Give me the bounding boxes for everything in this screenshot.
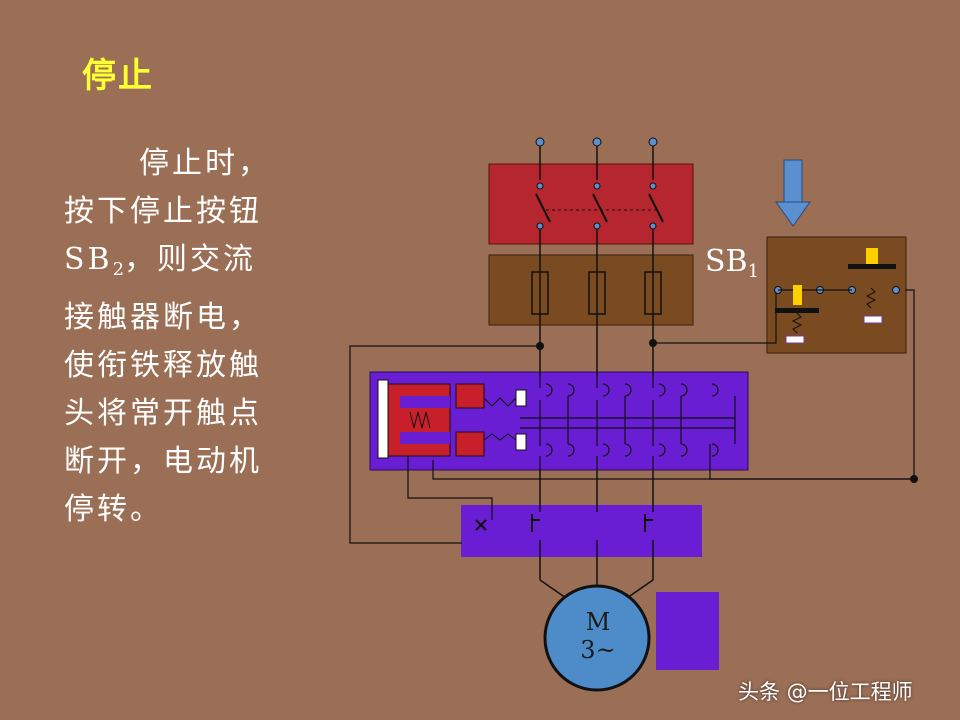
control-wires	[349, 289, 915, 544]
terminal-dots	[535, 137, 658, 230]
purple-square	[656, 592, 719, 670]
motor-label: M 3~	[548, 608, 648, 664]
thermal-relay-contacts	[475, 514, 653, 532]
breaker-switches	[535, 193, 664, 223]
press-arrow-icon	[775, 159, 811, 227]
text-line-1: 停止时，	[139, 146, 271, 181]
text-line-8: 停转。	[64, 492, 163, 527]
sb-text: SB	[64, 242, 113, 277]
stop-button-label: SB1	[705, 244, 759, 282]
thermal-relay-box	[461, 505, 702, 557]
motor-label-line1: M	[585, 608, 611, 636]
text-line-3: SB2，则交流	[64, 236, 304, 294]
breaker-box	[488, 163, 694, 245]
description-text: 停止时， 按下停止按钮 SB2，则交流 接触器断电， 使衔铁释放触 头将常开触点…	[64, 140, 304, 534]
motor-label-line2: 3~	[580, 636, 616, 664]
motor-circle	[543, 584, 651, 692]
watermark: 头条 @一位工程师	[738, 680, 913, 704]
sb-subscript: 2	[112, 259, 125, 280]
text-line-6: 头将常开触点	[64, 396, 262, 431]
contactor-contacts	[520, 376, 736, 470]
sb-label-subscript: 1	[747, 261, 760, 282]
text-line-5: 使衔铁释放触	[64, 348, 262, 383]
fuses	[531, 271, 662, 315]
text-line-7: 断开，电动机	[64, 444, 262, 479]
electromagnet	[377, 379, 527, 459]
slide-title: 停止	[82, 56, 154, 96]
power-lines	[539, 142, 654, 599]
text-line-4: 接触器断电，	[64, 300, 262, 335]
stop-button-box	[766, 236, 907, 354]
text-line-2: 按下停止按钮	[64, 194, 262, 229]
sb-label-text: SB	[705, 244, 748, 279]
stop-button-internals	[774, 248, 900, 344]
text-line-3-rest: ，则交流	[124, 242, 257, 277]
